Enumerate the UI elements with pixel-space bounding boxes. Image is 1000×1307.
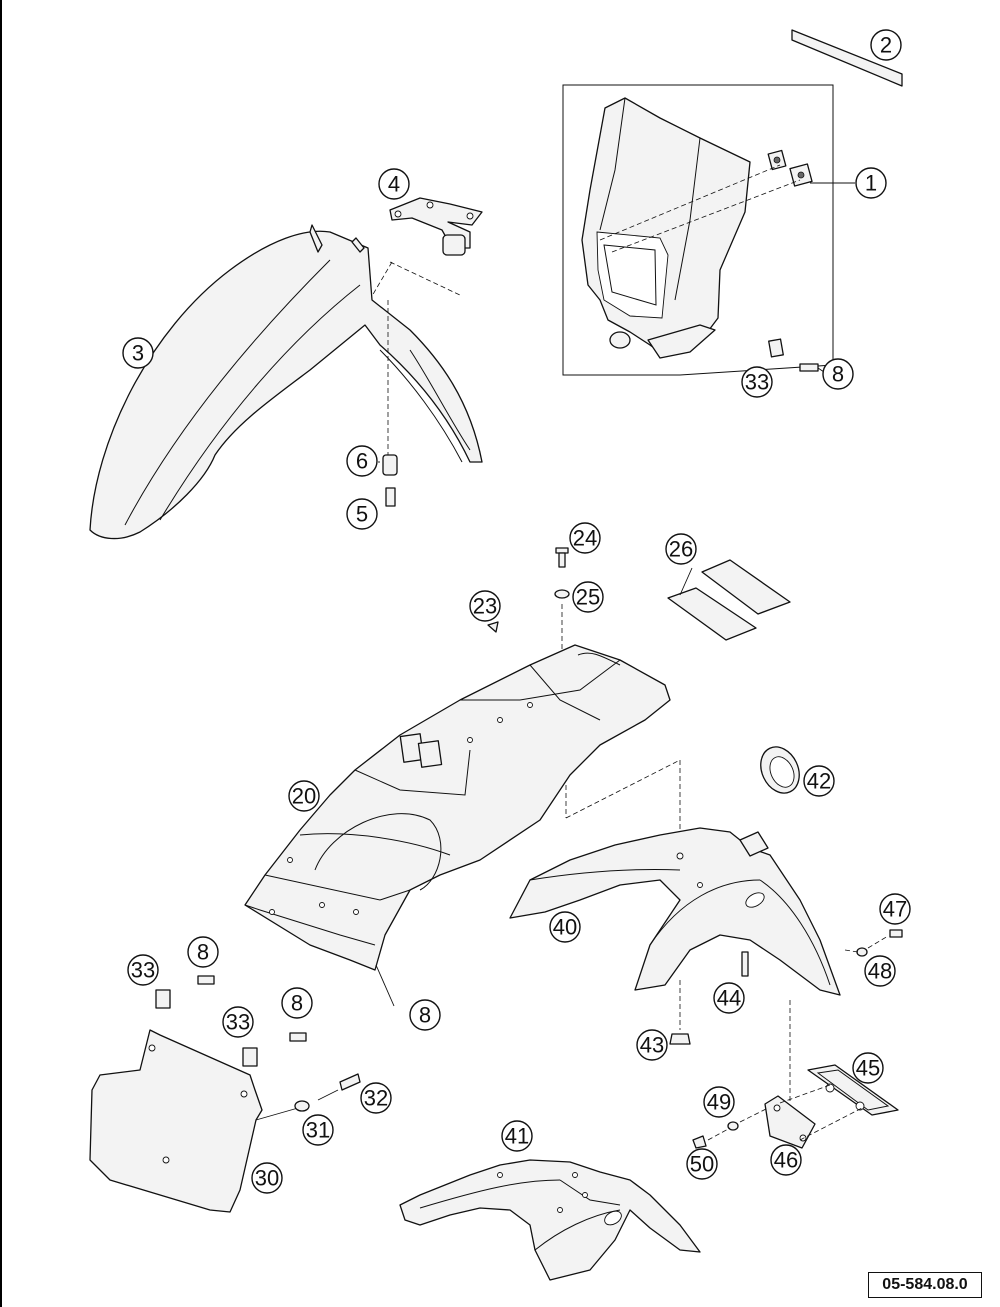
part-42-grommet — [760, 746, 800, 794]
part-40-rear-mudguard — [509, 827, 841, 1030]
svg-text:20: 20 — [292, 784, 316, 809]
callout-41: 41 — [501, 1120, 533, 1152]
svg-text:49: 49 — [707, 1090, 731, 1115]
callout-8-top: 8 — [822, 358, 854, 390]
callout-1: 1 — [855, 167, 887, 199]
part-2-decal-strip — [791, 29, 903, 87]
svg-text:33: 33 — [745, 370, 769, 395]
svg-text:31: 31 — [306, 1118, 330, 1143]
callout-48: 48 — [864, 955, 896, 987]
callout-8-left-lower: 8 — [281, 987, 313, 1019]
callout-3: 3 — [122, 337, 154, 369]
svg-text:33: 33 — [226, 1010, 250, 1035]
svg-text:8: 8 — [291, 991, 303, 1016]
svg-text:3: 3 — [132, 341, 144, 366]
svg-text:40: 40 — [553, 915, 577, 940]
callout-47: 47 — [879, 893, 911, 925]
svg-text:25: 25 — [576, 585, 600, 610]
svg-text:23: 23 — [473, 594, 497, 619]
svg-text:1: 1 — [865, 171, 877, 196]
callout-24: 24 — [569, 522, 601, 554]
callout-43: 43 — [636, 1029, 668, 1061]
callout-44: 44 — [713, 982, 745, 1014]
callout-8-left-upper: 8 — [187, 936, 219, 968]
callout-25: 25 — [572, 581, 604, 613]
left-border-line — [0, 0, 2, 1307]
callout-49: 49 — [703, 1086, 735, 1118]
svg-text:5: 5 — [356, 502, 368, 527]
headlight-clip-screw — [768, 338, 825, 373]
svg-text:48: 48 — [868, 959, 892, 984]
callout-23: 23 — [469, 590, 501, 622]
part-30-number-plate — [89, 1029, 299, 1213]
mudguard-hardware — [669, 929, 903, 1045]
callout-45: 45 — [852, 1052, 884, 1084]
callout-50: 50 — [686, 1148, 718, 1180]
callout-8-mid: 8 — [409, 999, 441, 1031]
part-41-rear-mudguard-cover — [399, 1159, 701, 1281]
callout-31: 31 — [302, 1114, 334, 1146]
callout-20: 20 — [288, 780, 320, 812]
part-20-rear-fender — [244, 644, 681, 1007]
svg-text:45: 45 — [856, 1056, 880, 1081]
svg-text:42: 42 — [807, 769, 831, 794]
svg-text:24: 24 — [573, 526, 597, 551]
callout-46: 46 — [770, 1144, 802, 1176]
svg-text:4: 4 — [388, 172, 400, 197]
part-26-velcro-strips — [667, 559, 791, 641]
callout-33-left-upper: 33 — [127, 954, 159, 986]
svg-text:6: 6 — [356, 449, 368, 474]
callout-26: 26 — [665, 533, 697, 565]
callout-6: 6 — [346, 445, 378, 477]
callout-30: 30 — [251, 1162, 283, 1194]
callout-32: 32 — [360, 1082, 392, 1114]
svg-text:8: 8 — [832, 362, 844, 387]
callout-33-left-lower: 33 — [222, 1006, 254, 1038]
svg-text:47: 47 — [883, 897, 907, 922]
svg-text:8: 8 — [197, 940, 209, 965]
part-3-front-fender — [89, 224, 483, 540]
callout-40: 40 — [549, 911, 581, 943]
part-4-fender-bracket — [371, 197, 483, 297]
part-1-headlight-mask — [562, 84, 855, 376]
callout-33-top: 33 — [741, 366, 773, 398]
plate-hardware — [155, 975, 361, 1112]
svg-text:41: 41 — [505, 1124, 529, 1149]
svg-text:44: 44 — [717, 986, 741, 1011]
svg-text:32: 32 — [364, 1086, 388, 1111]
svg-text:8: 8 — [419, 1003, 431, 1028]
callout-4: 4 — [378, 168, 410, 200]
svg-text:30: 30 — [255, 1166, 279, 1191]
callout-42: 42 — [803, 765, 835, 797]
svg-text:2: 2 — [880, 33, 892, 58]
parts-5-6-fender-bolt — [378, 454, 398, 507]
svg-text:43: 43 — [640, 1033, 664, 1058]
callout-2: 2 — [870, 29, 902, 61]
callout-5: 5 — [346, 498, 378, 530]
svg-text:26: 26 — [669, 537, 693, 562]
part-45-46-license-light — [692, 1000, 899, 1149]
svg-text:33: 33 — [131, 958, 155, 983]
drawing-number-label: 05-584.08.0 — [868, 1272, 982, 1298]
svg-text:46: 46 — [774, 1148, 798, 1173]
svg-text:50: 50 — [690, 1152, 714, 1177]
